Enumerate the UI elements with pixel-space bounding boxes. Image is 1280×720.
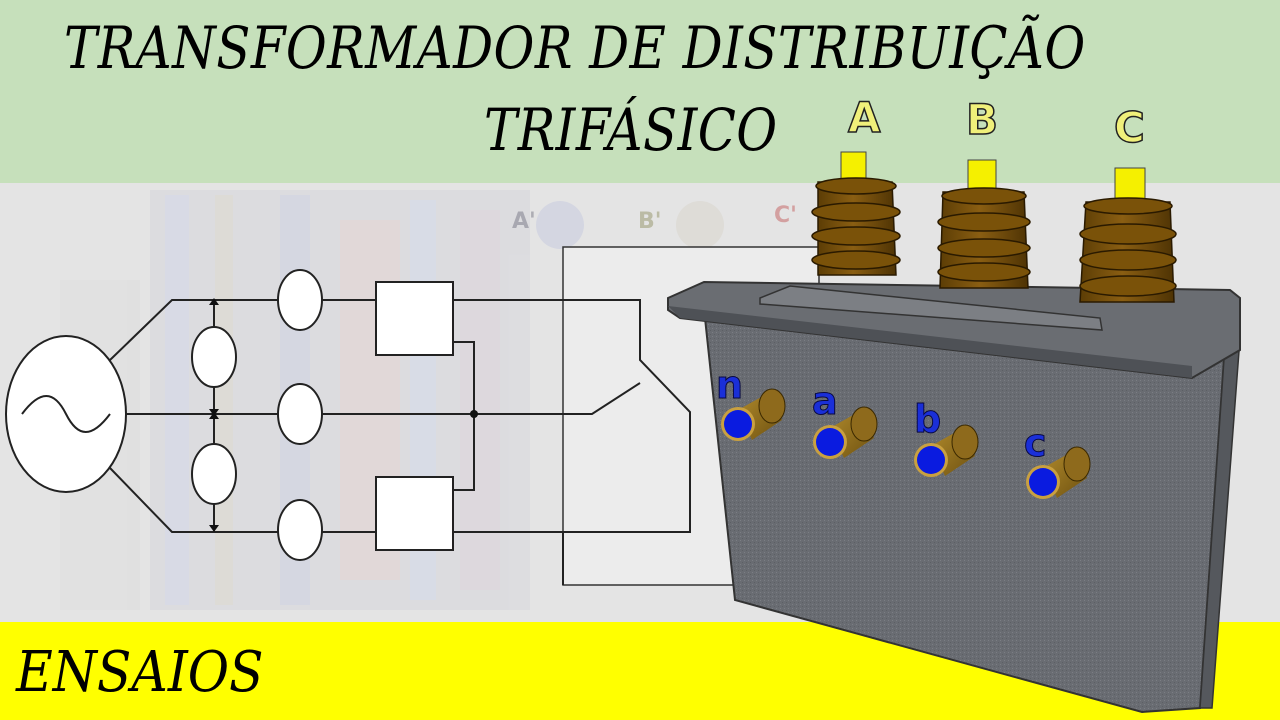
lv-terminals (721, 388, 1091, 499)
title-banner (0, 0, 1280, 183)
lv-label-a: a (812, 379, 838, 423)
lv-terminal-b (914, 424, 979, 477)
voltmeter-icon-1 (191, 326, 237, 388)
lv-terminal-n (721, 388, 786, 441)
ac-source-icon (5, 335, 127, 493)
background-labels: A' B' C' (512, 203, 797, 234)
ammeter-icon-3 (277, 499, 323, 561)
circuit-nodes (209, 298, 478, 532)
hv-bushing-c (1079, 167, 1177, 303)
lv-terminal-a (813, 406, 878, 459)
ammeter-icon-1 (277, 269, 323, 331)
bg-label-c-prime: C' (774, 203, 797, 228)
bg-label-a-prime: A' (512, 209, 536, 234)
circuit-diagram (5, 269, 691, 585)
lv-terminal-c (1026, 446, 1091, 499)
page-title-line-1: TRANSFORMADOR DE DISTRIBUIÇÃO (64, 14, 1086, 82)
lv-label-n: n (716, 363, 743, 407)
ammeter-icon-2 (277, 383, 323, 445)
voltmeter-icon-2 (191, 443, 237, 505)
bg-label-b-prime: B' (638, 209, 662, 234)
transformer-tank (667, 280, 1241, 714)
wattmeter-icon-1 (375, 281, 454, 356)
wattmeter-icon-2 (375, 476, 454, 551)
hv-bushing-a (811, 151, 901, 276)
hv-label-a: A (848, 93, 881, 142)
background-photo (60, 190, 724, 610)
footer-label: ENSAIOS (16, 640, 264, 705)
page-title-line-2: TRIFÁSICO (484, 96, 778, 164)
lv-label-c: c (1024, 421, 1047, 465)
lv-label-b: b (914, 397, 941, 441)
hv-label-c: C (1114, 103, 1145, 152)
hv-bushing-b (937, 159, 1031, 289)
hv-label-b: B (966, 95, 998, 144)
